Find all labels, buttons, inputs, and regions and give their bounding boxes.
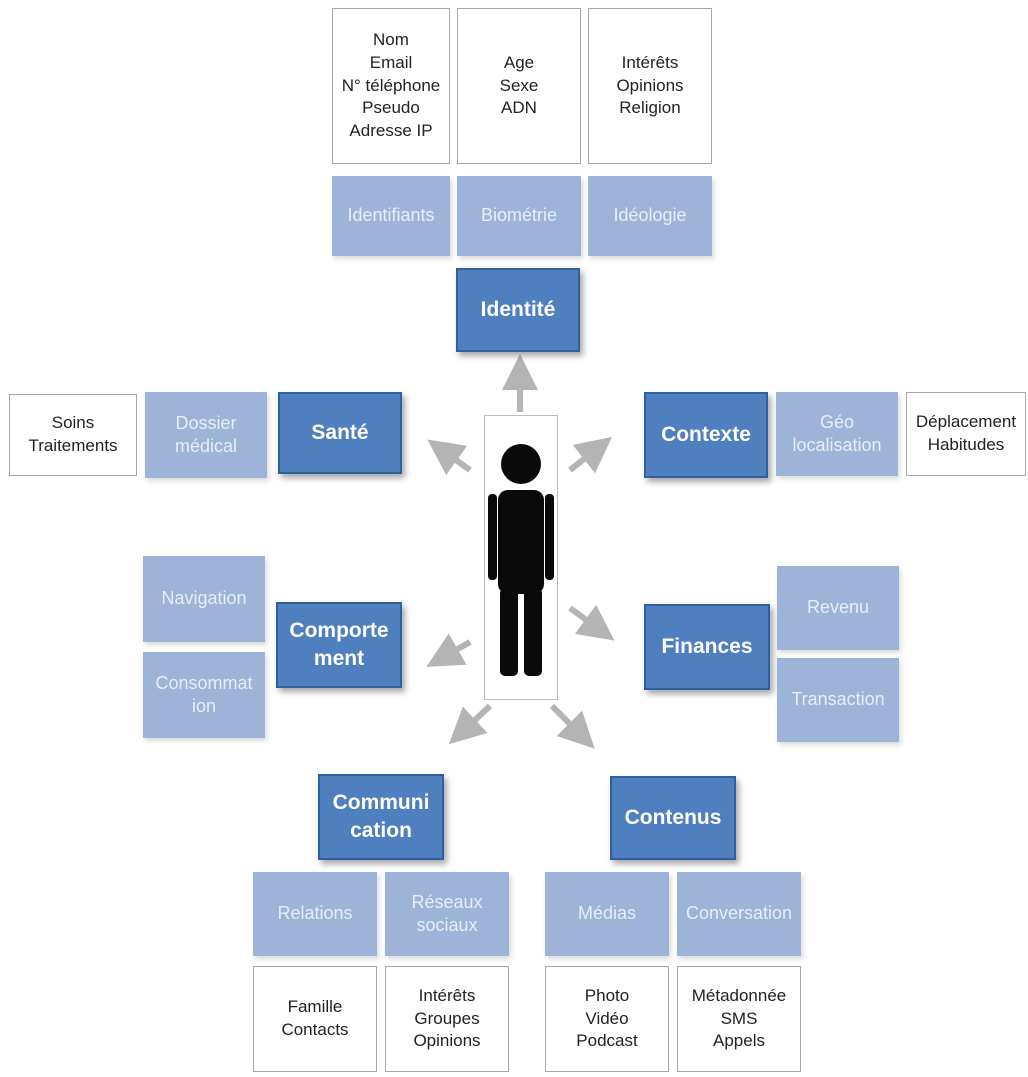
identite-leaf-ideologie: Intérêts Opinions Religion <box>588 8 712 164</box>
arrow-lower-left <box>448 703 493 745</box>
arrow-upper-left <box>427 439 472 476</box>
contenus-sub-medias: Médias <box>545 872 669 956</box>
person-silhouette-icon <box>488 443 554 676</box>
communication-leaf-relations: Famille Contacts <box>253 966 377 1072</box>
sante-leaf: Soins Traitements <box>9 394 137 476</box>
identite-sub-ideologie: Idéologie <box>588 176 712 256</box>
finances-box: Finances <box>644 604 770 690</box>
contenus-box: Contenus <box>610 776 736 860</box>
contenus-sub-conversation: Conversation <box>677 872 801 956</box>
arrow-right <box>568 604 615 641</box>
communication-sub-relations: Relations <box>253 872 377 956</box>
arrow-lower-right <box>549 703 595 749</box>
contenus-leaf-conversation: Métadonnée SMS Appels <box>677 966 801 1072</box>
identite-sub-biometrie: Biométrie <box>457 176 581 256</box>
communication-sub-reseaux-sociaux: Réseaux sociaux <box>385 872 509 956</box>
identite-leaf-biometrie: Age Sexe ADN <box>457 8 581 164</box>
center-person-panel <box>484 415 558 700</box>
contexte-sub-geolocalisation: Géo localisation <box>776 392 898 476</box>
sante-box: Santé <box>278 392 402 474</box>
finances-sub-transaction: Transaction <box>777 658 899 742</box>
finances-sub-revenu: Revenu <box>777 566 899 650</box>
sante-sub-dossier-medical: Dossier médical <box>145 392 267 478</box>
comportement-label: Comporte ment <box>289 618 389 670</box>
arrow-left <box>426 633 472 667</box>
identite-box: Identité <box>456 268 580 352</box>
identite-leaf-identifiants: Nom Email N° téléphone Pseudo Adresse IP <box>332 8 450 164</box>
arrow-upper-right <box>568 436 613 474</box>
comportement-box: Comporte ment <box>276 602 402 688</box>
title-fragment: ● <box>0 0 1028 6</box>
communication-box: Communi cation <box>318 774 444 860</box>
communication-leaf-reseaux: Intérêts Groupes Opinions <box>385 966 509 1072</box>
comportement-sub-navigation: Navigation <box>143 556 265 642</box>
comportement-sub-consommation: Consommat ion <box>143 652 265 738</box>
contenus-leaf-medias: Photo Vidéo Podcast <box>545 966 669 1072</box>
contexte-box: Contexte <box>644 392 768 478</box>
contexte-leaf: Déplacement Habitudes <box>906 392 1026 476</box>
identite-sub-identifiants: Identifiants <box>332 176 450 256</box>
